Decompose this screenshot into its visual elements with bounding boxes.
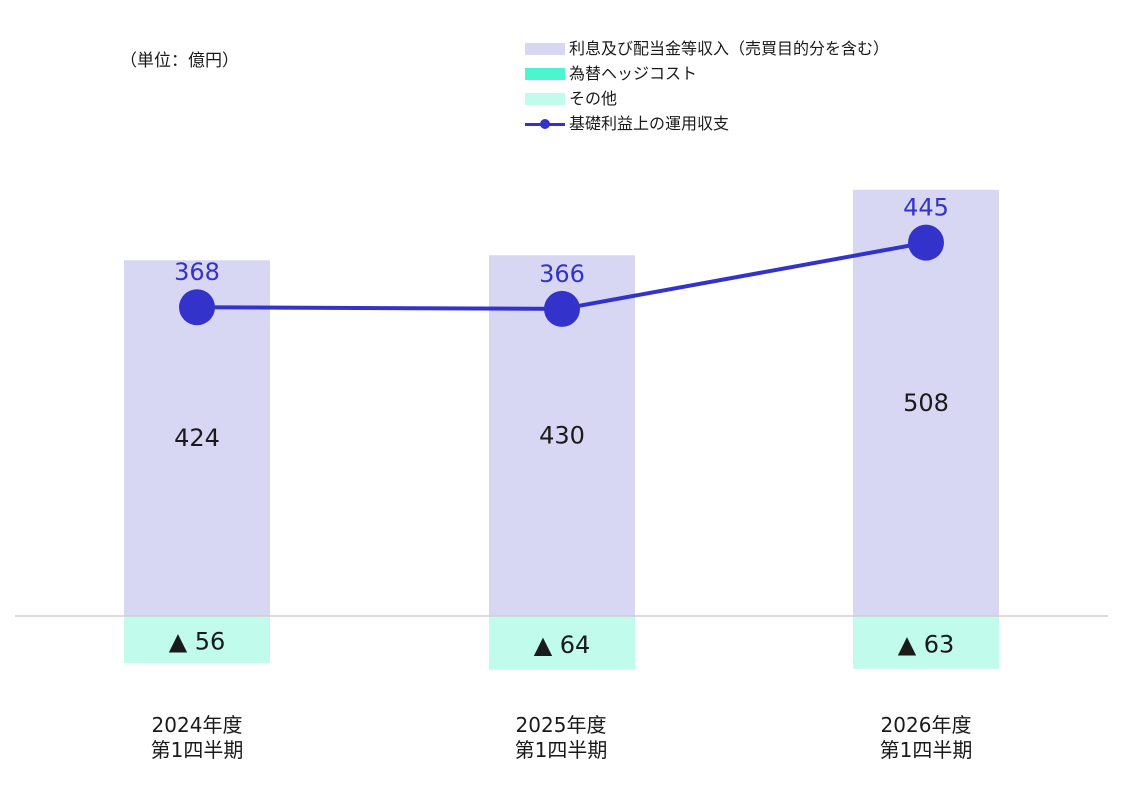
income-value-label-1: 430 bbox=[539, 422, 585, 450]
x-tick-label-2026: 2026年度 第1四半期 bbox=[826, 713, 1026, 763]
other-bar-0 bbox=[124, 616, 270, 663]
legend-item-income: 利息及び配当金等収入（売買目的分を含む） bbox=[525, 36, 889, 61]
operating-balance-point-2 bbox=[908, 224, 944, 261]
legend-item-line: 基礎利益上の運用収支 bbox=[525, 111, 889, 136]
operating-balance-label-2: 445 bbox=[903, 194, 949, 222]
legend-swatch-line bbox=[525, 118, 565, 130]
legend-label-other: その他 bbox=[569, 89, 618, 108]
x-tick-label-2026-year: 2026年度 bbox=[880, 713, 972, 737]
unit-label: （単位：億円） bbox=[120, 51, 239, 71]
x-tick-label-2025-quarter: 第1四半期 bbox=[514, 738, 608, 762]
other-value-label-0: ▲ 56 bbox=[169, 627, 226, 655]
other-value-label-1: ▲ 64 bbox=[534, 631, 591, 659]
operating-balance-label-1: 366 bbox=[539, 260, 585, 288]
legend-swatch-other bbox=[525, 92, 565, 105]
legend-swatch-income bbox=[525, 42, 565, 55]
legend-item-hedge: 為替ヘッジコスト bbox=[525, 61, 889, 86]
other-bar-1 bbox=[489, 616, 635, 670]
legend-label-hedge: 為替ヘッジコスト bbox=[569, 64, 698, 83]
legend-label-line: 基礎利益上の運用収支 bbox=[569, 114, 730, 133]
x-tick-label-2024-quarter: 第1四半期 bbox=[150, 738, 244, 762]
legend-item-other: その他 bbox=[525, 86, 889, 111]
income-bar-2 bbox=[853, 189, 999, 616]
other-value-label-2: ▲ 63 bbox=[898, 630, 955, 658]
other-bar-2 bbox=[853, 616, 999, 669]
operating-balance-label-0: 368 bbox=[174, 258, 220, 286]
legend: 利息及び配当金等収入（売買目的分を含む） 為替ヘッジコスト その他 基礎利益上の… bbox=[525, 36, 889, 136]
operating-balance-point-0 bbox=[179, 289, 215, 326]
x-tick-label-2026-quarter: 第1四半期 bbox=[879, 738, 973, 762]
x-tick-label-2025: 2025年度 第1四半期 bbox=[461, 713, 661, 763]
x-tick-label-2024: 2024年度 第1四半期 bbox=[97, 713, 297, 763]
legend-swatch-hedge bbox=[525, 67, 565, 80]
operating-balance-point-1 bbox=[544, 290, 580, 327]
legend-label-income: 利息及び配当金等収入（売買目的分を含む） bbox=[569, 39, 890, 58]
income-value-label-0: 424 bbox=[174, 424, 220, 452]
income-value-label-2: 508 bbox=[903, 389, 949, 417]
x-tick-label-2024-year: 2024年度 bbox=[151, 713, 243, 737]
x-tick-label-2025-year: 2025年度 bbox=[515, 713, 607, 737]
